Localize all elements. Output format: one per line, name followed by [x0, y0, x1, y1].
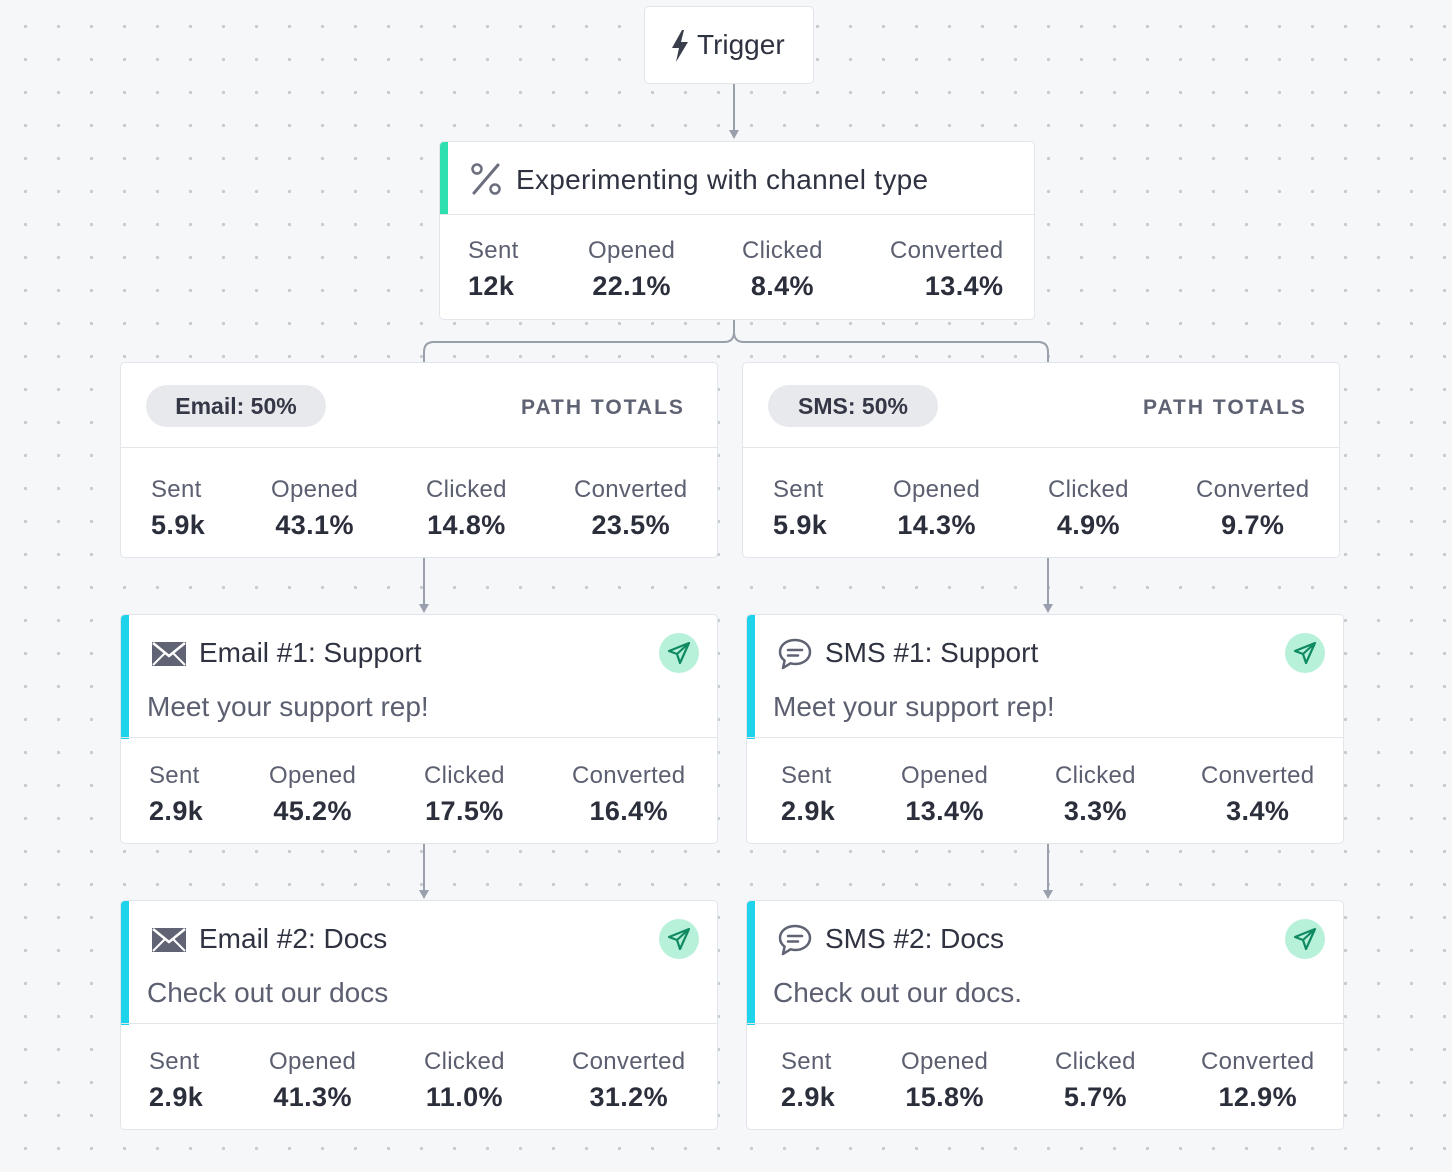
message-subtitle: Meet your support rep!: [147, 691, 429, 722]
paper-plane-icon: [667, 641, 691, 665]
email-message-node[interactable]: Email #1: Support Meet your support rep!…: [120, 614, 718, 844]
path-totals-label: PATH TOTALS: [521, 396, 685, 419]
arrowhead: [1043, 604, 1053, 613]
message-title: Email #1: Support: [199, 637, 422, 668]
message-title: Email #2: Docs: [199, 923, 388, 954]
envelope-icon: [151, 927, 187, 958]
trigger-label: Trigger: [697, 29, 785, 60]
message-title: SMS #2: Docs: [825, 923, 1004, 954]
path-pill: Email: 50%: [146, 385, 326, 427]
connector-trigger-experiment: [733, 84, 735, 130]
message-subtitle: Check out our docs.: [773, 977, 1023, 1008]
experiment-title: Experimenting with channel type: [516, 164, 929, 195]
message-subtitle: Meet your support rep!: [773, 691, 1055, 722]
connector-email-path-msg1: [423, 558, 425, 604]
path-totals-label: PATH TOTALS: [1143, 396, 1307, 419]
message-accent: [121, 615, 129, 739]
arrowhead: [419, 604, 429, 613]
send-status-badge[interactable]: [659, 633, 699, 673]
sms-message-node[interactable]: SMS #1: Support Meet your support rep! S…: [746, 614, 1344, 844]
paper-plane-icon: [1293, 927, 1317, 951]
send-status-badge[interactable]: [659, 919, 699, 959]
path-pill: SMS: 50%: [768, 385, 938, 427]
trigger-node[interactable]: Trigger: [644, 6, 814, 84]
message-subtitle: Check out our docs: [147, 977, 389, 1008]
send-status-badge[interactable]: [1285, 633, 1325, 673]
send-status-badge[interactable]: [1285, 919, 1325, 959]
lightning-icon: [669, 29, 691, 68]
branch-connector: [423, 320, 1049, 364]
connector-sms-path-msg1: [1047, 558, 1049, 604]
message-accent: [121, 901, 129, 1025]
paper-plane-icon: [667, 927, 691, 951]
experiment-accent: [440, 142, 448, 215]
paper-plane-icon: [1293, 641, 1317, 665]
envelope-icon: [151, 641, 187, 672]
message-accent: [747, 615, 755, 739]
arrowhead: [419, 890, 429, 899]
percent-icon: [470, 162, 502, 201]
message-title: SMS #1: Support: [825, 637, 1039, 668]
chat-bubble-icon: [777, 923, 813, 962]
connector-sms-msg1-msg2: [1047, 844, 1049, 890]
chat-bubble-icon: [777, 637, 813, 676]
connector-email-msg1-msg2: [423, 844, 425, 890]
arrowhead: [1043, 890, 1053, 899]
message-accent: [747, 901, 755, 1025]
arrowhead: [729, 130, 739, 139]
